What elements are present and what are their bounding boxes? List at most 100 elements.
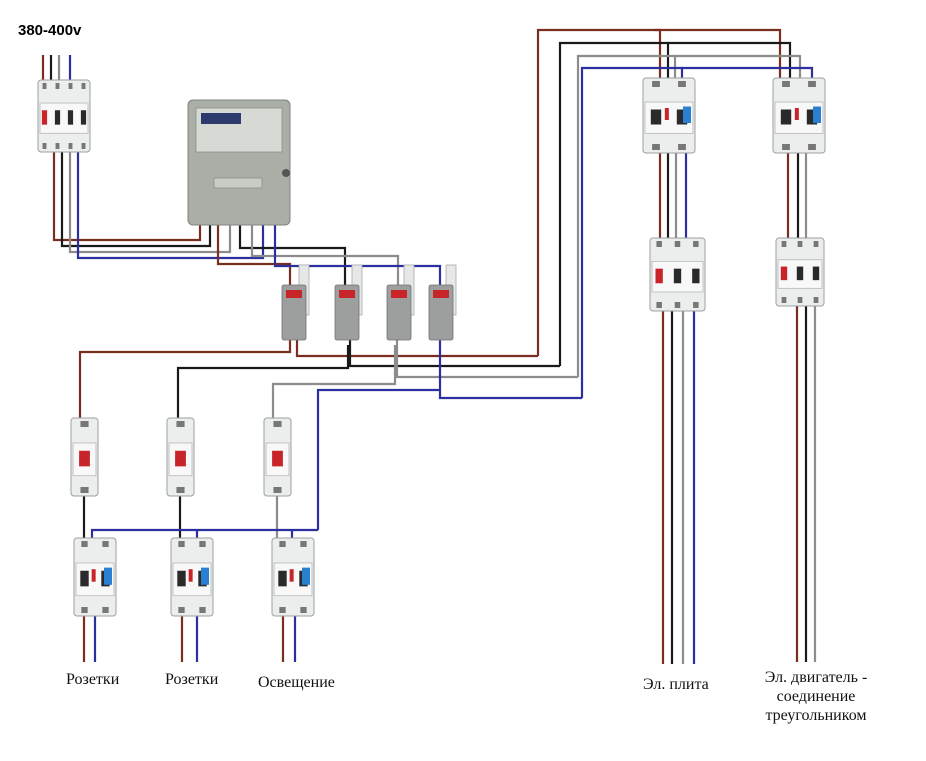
meter-screw bbox=[282, 169, 290, 177]
main-breaker-icon-screw-top-0 bbox=[42, 83, 47, 89]
main-breaker-icon-screw-top-3 bbox=[81, 83, 86, 89]
wire-13 bbox=[295, 340, 538, 358]
wire-15 bbox=[395, 340, 578, 379]
rcd-icon-1-screw-top-0 bbox=[81, 541, 88, 547]
circuit-breaker-icon-1-toggle-0 bbox=[79, 450, 90, 467]
circuit-breaker-icon-2-toggle-0 bbox=[175, 450, 186, 467]
load-label-sockets-1: Розетки bbox=[66, 671, 120, 688]
circuit-breaker-icon-stove-screw-bottom-1 bbox=[674, 302, 681, 308]
wire-32 bbox=[90, 528, 318, 540]
wire-9 bbox=[216, 225, 292, 285]
circuit-breaker-icon-motor bbox=[775, 237, 825, 307]
rcd-icon-3-toggle-0 bbox=[278, 570, 287, 587]
circuit-breaker-icon-3-screw-top-0 bbox=[273, 421, 282, 427]
rcd-icon-3-screw-top-1 bbox=[300, 541, 307, 547]
circuit-breaker-icon-3-toggle-0 bbox=[272, 450, 283, 467]
rcd-icon-stove-screw-bottom-0 bbox=[652, 144, 660, 150]
circuit-breaker-icon-motor-screw-top-2 bbox=[813, 241, 819, 247]
rcd-icon-1-test-lever bbox=[104, 567, 112, 585]
rcd-icon-motor-screw-top-1 bbox=[808, 81, 816, 87]
main-breaker-icon-screw-top-2 bbox=[68, 83, 73, 89]
wire-19 bbox=[271, 345, 397, 418]
load-label-lighting: Освещение bbox=[258, 674, 335, 691]
wire-16 bbox=[438, 340, 582, 400]
circuit-breaker-icon-3-screw-bottom-0 bbox=[273, 487, 282, 493]
rcd-icon-2-screw-top-0 bbox=[178, 541, 185, 547]
fuse-holder-icon-1 bbox=[281, 264, 310, 341]
circuit-breaker-icon-1 bbox=[70, 417, 99, 497]
rcd-icon-stove-toggle-1 bbox=[676, 109, 688, 125]
wire-17 bbox=[78, 340, 292, 418]
motor-label-line-1: Эл. двигатель - bbox=[764, 669, 868, 686]
rcd-icon-3-test-lever bbox=[302, 567, 310, 585]
rcd-icon-2 bbox=[170, 537, 214, 617]
rcd-icon-3-screw-bottom-0 bbox=[279, 607, 286, 613]
supply-voltage-label: 380-400v bbox=[18, 22, 82, 39]
fuse-holder-mark-4 bbox=[433, 290, 449, 298]
main-breaker-icon-toggle-0 bbox=[41, 110, 48, 125]
rcd-icon-1-screw-top-1 bbox=[102, 541, 109, 547]
rcd-icon-motor-screw-bottom-0 bbox=[782, 144, 790, 150]
rcd-icon-1-toggle-0 bbox=[80, 570, 89, 587]
rcd-icon-motor-screw-bottom-1 bbox=[808, 144, 816, 150]
circuit-breaker-icon-motor-toggle-2 bbox=[812, 266, 820, 281]
device-layer bbox=[37, 77, 826, 617]
wire-11 bbox=[250, 225, 400, 285]
fuse-holder-mark-3 bbox=[391, 290, 407, 298]
rcd-icon-motor-status-mark bbox=[794, 108, 799, 120]
rcd-icon-1-status-mark bbox=[91, 569, 96, 582]
rcd-icon-stove-screw-top-0 bbox=[652, 81, 660, 87]
wire-22 bbox=[558, 41, 670, 366]
rcd-icon-1 bbox=[73, 537, 117, 617]
circuit-breaker-icon-motor-toggle-0 bbox=[780, 266, 788, 281]
rcd-icon-stove-screw-top-1 bbox=[678, 81, 686, 87]
wire-18 bbox=[176, 345, 350, 418]
circuit-breaker-icon-stove-toggle-0 bbox=[655, 268, 663, 284]
circuit-breaker-icon-motor-screw-top-1 bbox=[797, 241, 803, 247]
fuse-holder-body-1 bbox=[281, 284, 307, 341]
rcd-icon-motor-test-lever bbox=[813, 106, 821, 123]
fuse-holder-icon-3 bbox=[386, 264, 415, 341]
wire-28 bbox=[682, 66, 814, 80]
rcd-icon-3-status-mark bbox=[289, 569, 294, 582]
rcd-icon-2-screw-top-1 bbox=[199, 541, 206, 547]
circuit-breaker-icon-stove-toggle-2 bbox=[692, 268, 700, 284]
fuse-holder-body-2 bbox=[334, 284, 360, 341]
wire-7 bbox=[68, 150, 232, 254]
wire-24 bbox=[580, 66, 684, 398]
fuse-holder-mark-2 bbox=[339, 290, 355, 298]
wire-26 bbox=[668, 41, 792, 80]
circuit-breaker-icon-stove-screw-top-2 bbox=[693, 241, 699, 247]
circuit-breaker-icon-2-screw-top-0 bbox=[176, 421, 185, 427]
wire-6 bbox=[60, 150, 212, 248]
rcd-icon-1-screw-bottom-1 bbox=[102, 607, 109, 613]
load-label-motor: Эл. двигатель - соединение треугольником bbox=[752, 668, 880, 725]
rcd-icon-stove bbox=[642, 77, 696, 154]
circuit-breaker-icon-3 bbox=[263, 417, 292, 497]
rcd-icon-stove-status-mark bbox=[664, 108, 669, 120]
electricity-meter-icon bbox=[187, 99, 291, 226]
circuit-breaker-icon-stove-screw-top-1 bbox=[674, 241, 681, 247]
main-breaker-icon-screw-bottom-2 bbox=[68, 143, 73, 149]
meter-counter bbox=[201, 113, 241, 124]
fuse-holder-icon-4 bbox=[428, 264, 457, 341]
main-breaker-icon-screw-bottom-0 bbox=[42, 143, 47, 149]
main-breaker-icon-screw-bottom-3 bbox=[81, 143, 86, 149]
meter-seal-plate bbox=[213, 177, 263, 189]
circuit-breaker-icon-motor-screw-bottom-1 bbox=[797, 297, 803, 303]
main-breaker-icon-toggle-3 bbox=[80, 110, 87, 125]
fuse-holder-icon-2 bbox=[334, 264, 363, 341]
wire-25 bbox=[655, 28, 782, 80]
rcd-icon-motor-toggle-0 bbox=[780, 109, 792, 125]
wire-5 bbox=[52, 150, 202, 242]
circuit-breaker-icon-2 bbox=[166, 417, 195, 497]
rcd-icon-2-status-mark bbox=[188, 569, 193, 582]
wire-27 bbox=[675, 54, 802, 80]
circuit-breaker-icon-motor-toggle-1 bbox=[796, 266, 804, 281]
rcd-icon-2-toggle-0 bbox=[177, 570, 186, 587]
wire-14 bbox=[348, 340, 560, 368]
fuse-holder-mark-1 bbox=[286, 290, 302, 298]
circuit-breaker-icon-stove-toggle-1 bbox=[673, 268, 682, 284]
rcd-icon-3-screw-bottom-1 bbox=[300, 607, 307, 613]
